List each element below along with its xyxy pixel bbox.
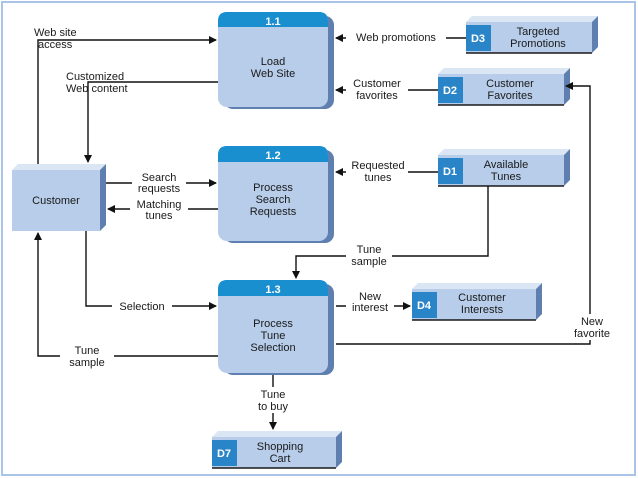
process-label-line: Search bbox=[256, 194, 291, 206]
flow-label-line: sample bbox=[351, 256, 386, 268]
flow-tune-sample-customer: Tune sample bbox=[34, 232, 218, 370]
store-label-line: Shopping bbox=[257, 441, 304, 453]
flow-label-line: requests bbox=[138, 183, 181, 195]
flow-tune-to-buy: Tune to buy bbox=[252, 375, 294, 430]
flow-label-line: favorites bbox=[356, 90, 398, 102]
store-label-line: Interests bbox=[461, 304, 504, 316]
flow-label-line: sample bbox=[69, 357, 104, 369]
process-label-line: Process bbox=[253, 182, 293, 194]
store-label-line: Customer bbox=[458, 292, 506, 304]
flow-label-line: access bbox=[38, 39, 73, 51]
flow-tune-sample-store: Tune sample bbox=[292, 186, 489, 279]
flow-customized-web-content: Customized Web content bbox=[66, 71, 218, 163]
flow-web-promotions: Web promotions bbox=[335, 30, 466, 44]
flow-search-requests: Search requests bbox=[106, 170, 217, 195]
data-store-d4: D4 Customer Interests bbox=[412, 283, 542, 321]
store-label-line: Customer bbox=[486, 78, 534, 90]
store-id: D3 bbox=[471, 33, 485, 45]
store-id: D1 bbox=[443, 166, 457, 178]
data-store-d3: D3 Targeted Promotions bbox=[466, 16, 598, 54]
flow-label-line: Customized bbox=[66, 71, 124, 83]
store-label-line: Targeted bbox=[517, 26, 560, 38]
process-id: 1.2 bbox=[265, 150, 280, 162]
store-id: D7 bbox=[217, 448, 231, 460]
process-label-line: Load bbox=[261, 56, 285, 68]
data-store-d2: D2 Customer Favorites bbox=[438, 68, 570, 106]
flow-label-line: New bbox=[581, 316, 603, 328]
process-id: 1.1 bbox=[265, 16, 280, 28]
flow-label-line: Matching bbox=[137, 199, 182, 211]
flow-label-line: Web site bbox=[34, 27, 77, 39]
flow-new-favorite: New favorite bbox=[336, 82, 616, 345]
process-id: 1.3 bbox=[265, 284, 280, 296]
flow-label-line: Tune bbox=[75, 345, 100, 357]
store-id: D2 bbox=[443, 85, 457, 97]
flow-label-line: Customer bbox=[353, 78, 401, 90]
flow-label-line: New bbox=[359, 291, 381, 303]
data-store-d7: D7 Shopping Cart bbox=[212, 431, 342, 469]
flow-label-line: Web content bbox=[66, 83, 128, 95]
flow-label-line: Search bbox=[142, 172, 177, 184]
process-label-line: Tune bbox=[261, 330, 286, 342]
flow-new-interest: New interest bbox=[336, 290, 411, 314]
store-label-line: Promotions bbox=[510, 38, 566, 50]
flow-web-site-access: Web site access bbox=[34, 27, 217, 164]
store-label-line: Cart bbox=[270, 453, 291, 465]
store-label-line: Tunes bbox=[491, 171, 522, 183]
flow-matching-tunes: Matching tunes bbox=[107, 198, 218, 222]
flow-label-line: favorite bbox=[574, 328, 610, 340]
flow-label-line: Web promotions bbox=[356, 32, 436, 44]
store-label-line: Favorites bbox=[487, 90, 533, 102]
flow-requested-tunes: Requested tunes bbox=[335, 158, 438, 184]
store-id: D4 bbox=[417, 300, 432, 312]
process-1-1: 1.1 Load Web Site bbox=[218, 12, 334, 109]
flow-selection: Selection bbox=[85, 231, 217, 313]
process-label-line: Web Site bbox=[251, 68, 295, 80]
data-store-d1: D1 Available Tunes bbox=[438, 149, 570, 187]
flow-label-line: Requested bbox=[351, 160, 404, 172]
process-1-2: 1.2 Process Search Requests bbox=[218, 146, 334, 243]
flow-label-line: tunes bbox=[365, 172, 392, 184]
flow-label-line: tunes bbox=[146, 210, 173, 222]
flow-label-line: interest bbox=[352, 302, 388, 314]
process-label-line: Process bbox=[253, 318, 293, 330]
flow-label-line: Tune bbox=[357, 244, 382, 256]
customer-label: Customer bbox=[32, 195, 80, 207]
flow-label-line: Selection bbox=[119, 301, 164, 313]
store-label-line: Available bbox=[484, 159, 528, 171]
process-label-line: Selection bbox=[250, 342, 295, 354]
process-label-line: Requests bbox=[250, 206, 297, 218]
process-1-3: 1.3 Process Tune Selection bbox=[218, 280, 334, 375]
flow-label-line: to buy bbox=[258, 401, 288, 413]
flow-label-line: Tune bbox=[261, 389, 286, 401]
flow-customer-favorites: Customer favorites bbox=[335, 76, 438, 102]
external-entity-customer: Customer bbox=[12, 164, 106, 231]
